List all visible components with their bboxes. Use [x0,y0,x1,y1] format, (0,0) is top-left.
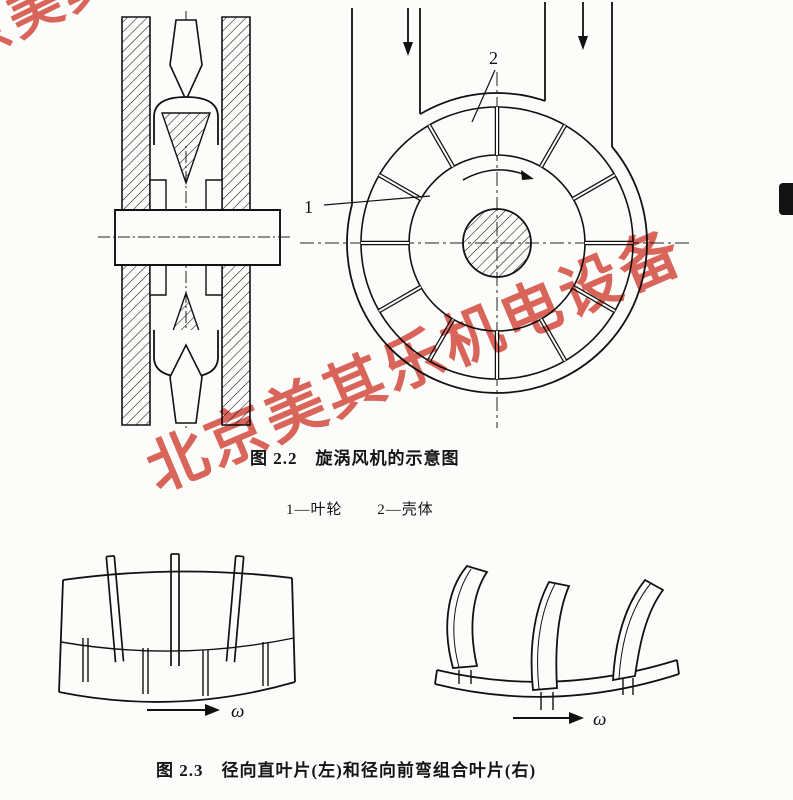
band-end-cap [59,580,63,692]
curved-blade-edge-line [454,569,471,667]
blade-root-rib [459,670,633,710]
base-bottom-edge [435,674,679,697]
omega-label: ω [231,701,244,722]
band-top-edge [63,571,292,580]
rotation-arrow-icon [147,704,220,716]
flow-down-arrow-icon [578,2,588,50]
bearing-block [150,180,166,212]
straight-blade [171,554,179,666]
bottom-spindle [170,345,202,423]
omega-label: ω [593,709,606,730]
casing-circle [347,93,647,393]
base-end-cap [435,670,437,684]
bearing-block [206,180,222,212]
legend-item-impeller: 1—叶轮 [286,502,343,518]
figure-2-2-cross-section-drawing [90,5,300,435]
bearing-block [206,263,222,295]
short-rib [83,638,268,696]
scan-artifact [779,183,793,215]
figure-2-2-impeller-drawing: 1 2 [290,0,695,440]
curved-blade-edge-line [619,583,651,679]
band-end-cap [292,578,295,682]
bearing-block [150,263,166,295]
curved-blade [613,580,663,680]
top-spindle [170,20,202,100]
band-bottom-edge [59,682,295,702]
top-cone-section [162,113,210,183]
straight-blade [106,556,123,662]
curved-blade [447,566,487,668]
straight-blade [226,556,243,662]
rotation-arrow-icon [463,170,534,180]
legend-item-casing: 2—壳体 [377,502,434,518]
impeller-hub [463,209,531,277]
callout-2-label: 2 [489,48,498,68]
figure-2-2-legend: 1—叶轮 2—壳体 [286,498,464,519]
base-end-cap [677,660,679,674]
leader-line-1 [324,196,430,205]
figure-2-3-curved-blades-drawing: ω [425,552,690,730]
blade-gaps [361,107,633,379]
figure-2-3-caption: 图 2.3 径向直叶片(左)和径向前弯组合叶片(右) [156,761,537,780]
rotation-arrow-icon [513,712,584,724]
callout-1-label: 1 [304,197,313,217]
curved-blade [532,582,569,690]
flow-down-arrow-icon [403,8,413,56]
figure-2-2-caption: 图 2.2 旋涡风机的示意图 [250,449,460,468]
band-rim-line [61,638,294,651]
figure-2-3-straight-blades-drawing: ω [55,550,305,722]
curved-blade-edge-line [538,584,555,689]
leader-line-2 [472,70,495,122]
port-opening [545,101,612,147]
port-opening [352,114,420,205]
